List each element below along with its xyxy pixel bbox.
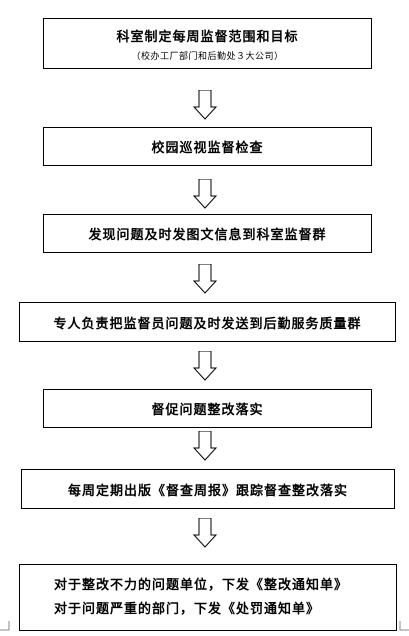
step-7-line-2: 对于问题严重的部门，下发《处罚通知单》 bbox=[54, 601, 321, 617]
flow-step-6: 每周定期出版《督查周报》跟踪督查整改落实 bbox=[21, 469, 395, 509]
step-1-subtitle: （校办工厂部门和后勤处３大公司） bbox=[131, 51, 284, 62]
flow-step-1: 科室制定每周监督范围和目标 （校办工厂部门和后勤处３大公司） bbox=[43, 18, 372, 69]
step-1-title: 科室制定每周监督范围和目标 bbox=[116, 29, 299, 45]
down-arrow-icon bbox=[193, 431, 217, 461]
margin-crop-mark bbox=[0, 621, 10, 631]
step-7-line-1: 对于整改不力的问题单位，下发《整改通知单》 bbox=[54, 577, 349, 593]
down-arrow-icon bbox=[193, 90, 217, 120]
step-3-title: 发现问题及时发图文信息到科室监督群 bbox=[88, 228, 327, 243]
margin-crop-mark bbox=[399, 621, 409, 631]
down-arrow-icon bbox=[193, 351, 217, 381]
step-6-title: 每周定期出版《督查周报》跟踪督查整改落实 bbox=[67, 483, 348, 499]
step-5-title: 督促问题整改落实 bbox=[151, 403, 264, 418]
step-4-title: 专人负责把监督员问题及时发送到后勤服务质量群 bbox=[53, 316, 362, 332]
step-2-title: 校园巡视监督检查 bbox=[151, 141, 264, 156]
flow-step-3: 发现问题及时发图文信息到科室监督群 bbox=[43, 214, 372, 253]
down-arrow-icon bbox=[193, 179, 217, 209]
flow-step-4: 专人负责把监督员问题及时发送到后勤服务质量群 bbox=[19, 302, 396, 342]
flow-step-5: 督促问题整改落实 bbox=[43, 389, 372, 428]
down-arrow-icon bbox=[193, 518, 217, 548]
flow-step-2: 校园巡视监督检查 bbox=[43, 127, 372, 166]
flow-step-7: 对于整改不力的问题单位，下发《整改通知单》 对于问题严重的部门，下发《处罚通知单… bbox=[19, 564, 397, 631]
down-arrow-icon bbox=[193, 264, 217, 294]
